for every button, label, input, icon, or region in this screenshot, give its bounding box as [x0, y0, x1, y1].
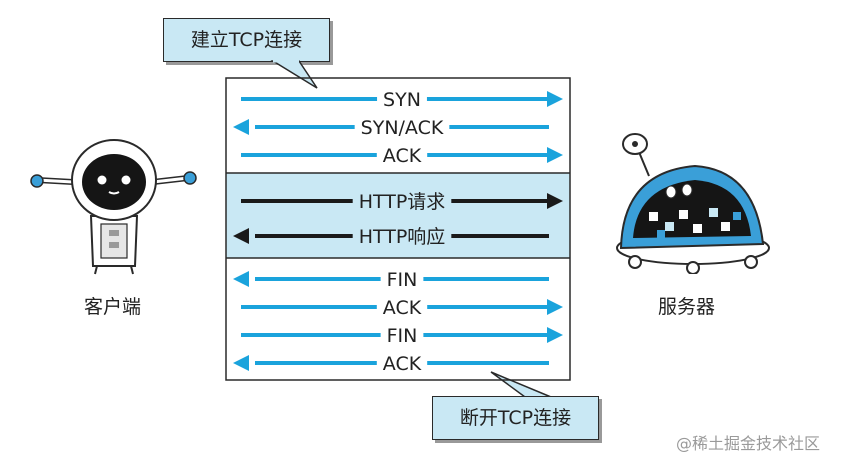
diagram-frame: [225, 77, 571, 381]
connect-callout-tail: [270, 60, 318, 89]
arrow-head: [233, 119, 249, 135]
message-arrow: SYN: [241, 89, 563, 111]
sequence-diagram: SYN SYN/ACK ACK HTTP请求 HTTP响应 FIN ACK FIN ACK: [225, 77, 571, 381]
message-arrow: FIN: [233, 269, 549, 291]
watermark: @稀土掘金技术社区: [676, 434, 821, 453]
message-label: HTTP响应: [359, 226, 446, 248]
server-robot-icon: [616, 133, 770, 274]
arrow-head: [547, 299, 563, 315]
close-callout: 断开TCP连接: [432, 396, 599, 440]
message-label: SYN/ACK: [361, 117, 444, 139]
arrow-head: [547, 91, 563, 107]
message-arrow: SYN/ACK: [233, 117, 549, 139]
client-robot-icon: [30, 139, 197, 275]
message-label: HTTP请求: [359, 191, 446, 213]
server-label: 服务器: [658, 296, 716, 318]
message-arrow: HTTP请求: [241, 191, 563, 213]
message-label: ACK: [383, 353, 422, 375]
message-arrow: FIN: [241, 325, 563, 347]
arrow-head: [233, 228, 249, 244]
http-band: [226, 173, 570, 258]
message-arrow: ACK: [241, 145, 563, 167]
arrow-head: [233, 355, 249, 371]
close-callout-text: 断开TCP连接: [459, 407, 572, 429]
message-label: SYN: [383, 89, 421, 111]
arrow-head: [547, 193, 563, 209]
arrow-head: [547, 147, 563, 163]
message-label: ACK: [383, 145, 422, 167]
message-label: ACK: [383, 297, 422, 319]
message-arrow: HTTP响应: [233, 226, 549, 248]
client-label: 客户端: [84, 296, 142, 318]
arrow-head: [233, 271, 249, 287]
connect-callout-text: 建立TCP连接: [190, 29, 303, 51]
connect-callout: 建立TCP连接: [163, 18, 330, 62]
message-label: FIN: [387, 325, 418, 347]
message-label: FIN: [387, 269, 418, 291]
arrow-head: [547, 327, 563, 343]
message-arrow: ACK: [233, 353, 549, 375]
message-arrow: ACK: [241, 297, 563, 319]
